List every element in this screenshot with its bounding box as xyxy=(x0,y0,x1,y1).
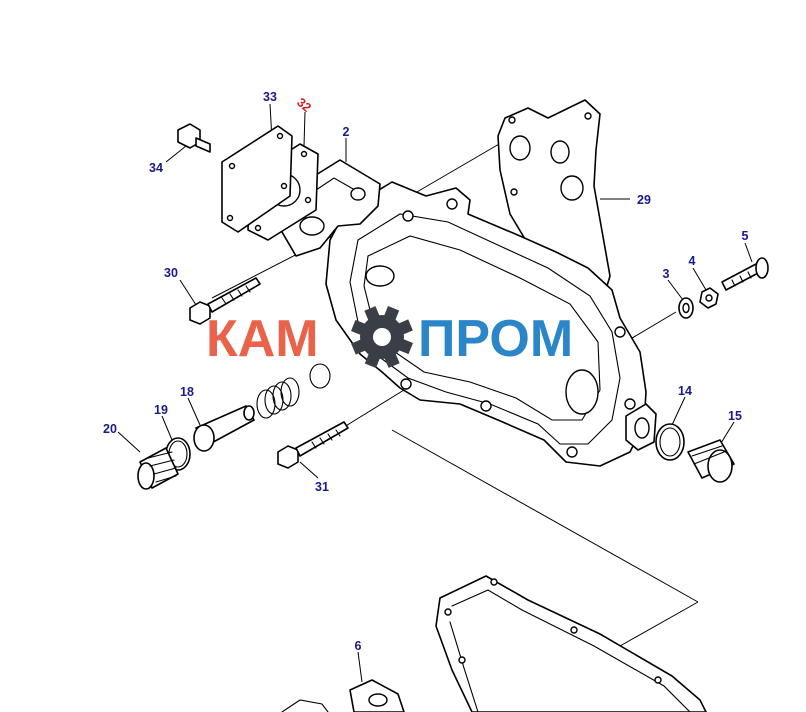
callout-20: 20 xyxy=(103,422,117,436)
bolt-30 xyxy=(189,277,261,325)
bolt-31 xyxy=(277,421,349,469)
washer-3 xyxy=(678,297,694,319)
callout-2: 2 xyxy=(343,125,350,139)
logo-text-left: КАМ xyxy=(206,310,319,368)
callout-32: 32 xyxy=(294,95,314,115)
plug-20 xyxy=(137,447,179,490)
plug-15 xyxy=(687,439,735,483)
callout-4: 4 xyxy=(689,254,696,268)
callout-30: 30 xyxy=(164,266,178,280)
bolt-34 xyxy=(177,123,211,153)
o-ring-14 xyxy=(655,423,685,461)
lower-gasket xyxy=(435,575,707,712)
callout-34: 34 xyxy=(149,161,163,175)
callout-3: 3 xyxy=(663,267,670,281)
cooler-housing xyxy=(325,181,657,467)
watermark-logo: КАМ ПРОМ xyxy=(206,306,573,368)
callout-33: 33 xyxy=(263,90,277,104)
callout-6: 6 xyxy=(355,639,362,653)
logo-text-right: ПРОМ xyxy=(418,310,573,368)
callout-18: 18 xyxy=(180,385,194,399)
callout-19: 19 xyxy=(154,403,168,417)
part-6-fitting xyxy=(281,679,405,712)
callout-29: 29 xyxy=(637,193,651,207)
callout-5: 5 xyxy=(742,229,749,243)
callout-15: 15 xyxy=(728,409,742,423)
nut-4 xyxy=(699,287,719,309)
gasket-29 xyxy=(497,99,611,301)
stud-5 xyxy=(721,257,769,291)
callout-31: 31 xyxy=(315,480,329,494)
gear-icon xyxy=(351,306,413,368)
cover-plate-33 xyxy=(221,125,293,233)
callout-14: 14 xyxy=(678,384,692,398)
relief-valve-18 xyxy=(193,363,331,452)
